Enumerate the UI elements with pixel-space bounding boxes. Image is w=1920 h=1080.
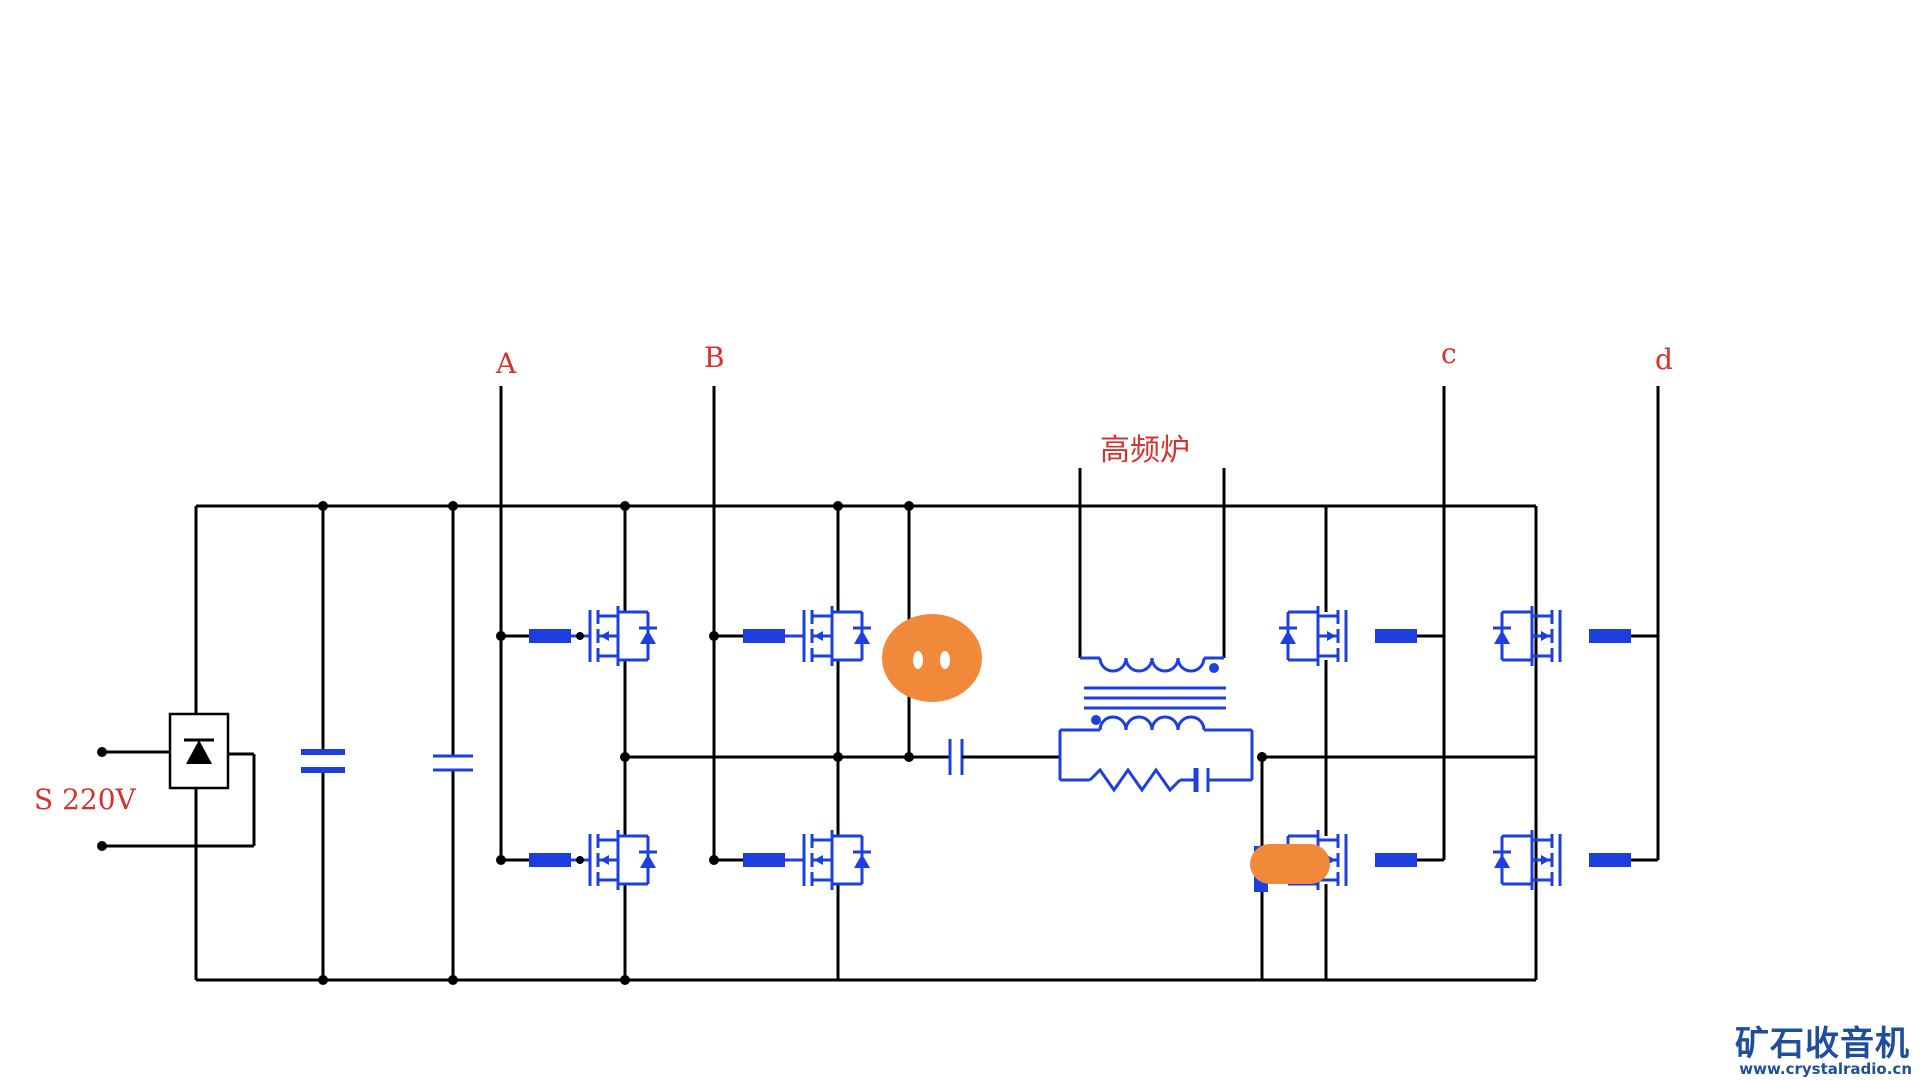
bridge-leg-1 [620,501,630,985]
filter-capacitor-2 [433,501,473,985]
gate-resistor [1375,853,1417,867]
mosfet-q6 [1277,828,1444,892]
mosfet-q7 [1491,604,1658,668]
output-network [625,501,1060,775]
node-label-c: c [1441,337,1457,370]
primary-winding [1098,715,1206,731]
gate-resistor [529,629,571,643]
input-terminal [97,747,107,757]
mosfet-q4 [743,828,873,892]
watermark-url: www.crystalradio.cn [1739,1060,1912,1078]
watermark-name: 矿石收音机 [1735,1024,1910,1064]
gate-resistor [1589,629,1631,643]
gate-resistor [1589,853,1631,867]
node-label-b: B [704,341,725,374]
gate-resistor [743,629,785,643]
mosfet-q1 [529,604,659,668]
bridge-rectifier [168,712,230,790]
diode-symbol [186,740,212,764]
source-label: S 220V [34,783,136,816]
mosfet-q5 [1277,604,1444,668]
gate-resistor [743,853,785,867]
filter-capacitor-1 [301,501,345,985]
node-label-d: d [1655,343,1673,376]
control-line-b [709,386,744,865]
node-label-a: A [496,347,517,380]
gate-resistor [529,853,571,867]
mosfet-q8 [1491,828,1658,892]
bridge-leg-3 [1254,506,1536,980]
redaction-mark-1 [882,614,982,702]
furnace-label: 高频炉 [1100,433,1190,468]
secondary-winding [1098,657,1206,673]
ac-source-input [97,747,256,851]
dc-bus [194,504,1538,982]
bridge-leg-2 [833,501,843,980]
mosfet-q3 [743,604,873,668]
gate-resistor [1375,629,1417,643]
control-line-a [496,386,530,865]
input-terminal [97,841,107,851]
furnace-transformer [1058,468,1254,793]
damping-resistor [1088,767,1182,793]
redaction-mark-2 [1250,844,1330,884]
mosfet-q2 [529,828,659,892]
